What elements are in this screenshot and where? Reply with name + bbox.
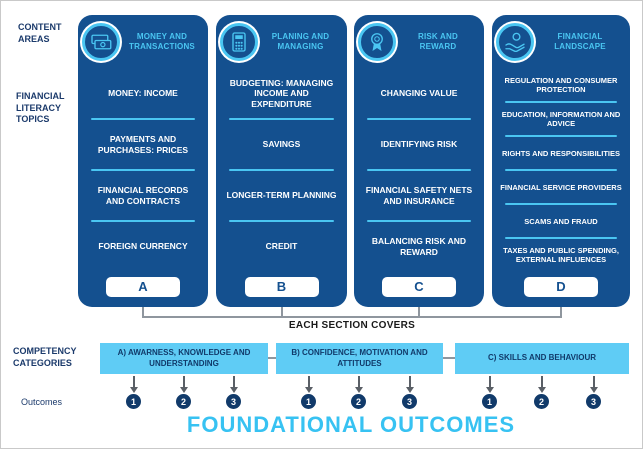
outcome-badge-2: 2 (176, 394, 191, 409)
column-b-letter-badge: B (244, 277, 319, 297)
topic-divider (505, 135, 617, 137)
down-arrow-icon (230, 387, 238, 393)
bracket-stub-c (418, 307, 420, 318)
column-d-title: FINANCIAL LANDSCAPE (554, 31, 606, 51)
topic: EDUCATION, INFORMATION AND ADVICE (501, 110, 621, 128)
bracket-stub-d (560, 307, 562, 318)
down-arrow-icon (180, 387, 188, 393)
down-arrow-icon (486, 387, 494, 393)
bracket-line (142, 316, 562, 318)
topic: TAXES AND PUBLIC SPENDING, EXTERNAL INFL… (503, 246, 619, 264)
topic: SCAMS AND FRAUD (524, 216, 598, 226)
topic: CHANGING VALUE (380, 88, 458, 99)
down-arrow-icon (489, 376, 491, 387)
outcome-badge-2: 2 (351, 394, 366, 409)
bracket-stub-a (142, 307, 144, 318)
topic: RIGHTS AND RESPONSIBILITIES (501, 148, 621, 158)
topic-divider (367, 220, 471, 222)
topic: BALANCING RISK AND REWARD (371, 235, 467, 257)
content-area-column-a: MONEY AND TRANSACTIONS MONEY: INCOME PAY… (78, 15, 208, 307)
down-arrow-icon (308, 376, 310, 387)
topic-divider (229, 169, 334, 171)
down-arrow-icon (355, 387, 363, 393)
down-arrow-icon (233, 376, 235, 387)
column-d-header: FINANCIAL LANDSCAPE (492, 15, 630, 65)
topic: FINANCIAL SERVICE PROVIDERS (500, 182, 622, 192)
financial-literacy-topics-label: FINANCIAL LITERACY TOPICS (16, 91, 65, 125)
down-arrow-icon (133, 376, 135, 387)
outcome-badge-1: 1 (482, 394, 497, 409)
topic: MONEY: INCOME (108, 88, 178, 99)
topic-divider (91, 220, 195, 222)
column-a-title: MONEY AND TRANSACTIONS (129, 31, 195, 51)
topic: BUDGETING: MANAGING INCOME AND EXPENDITU… (229, 77, 334, 109)
topic: FINANCIAL RECORDS AND CONTRACTS (97, 184, 189, 206)
financial-landscape-icon (496, 23, 534, 61)
column-c-title: RISK AND REWARD (418, 31, 458, 51)
topic: CREDIT (265, 241, 298, 252)
down-arrow-icon (538, 387, 546, 393)
column-b-topics: BUDGETING: MANAGING INCOME AND EXPENDITU… (216, 65, 347, 273)
topic-divider (91, 118, 195, 120)
column-d-letter-badge: D (524, 277, 598, 297)
risk-reward-icon (358, 23, 396, 61)
topic: REGULATION AND CONSUMER PROTECTION (504, 76, 618, 94)
column-c-topics: CHANGING VALUE IDENTIFYING RISK FINANCIA… (354, 65, 484, 273)
outcome-badge-2: 2 (534, 394, 549, 409)
down-arrow-icon (590, 387, 598, 393)
outcome-badge-3: 3 (226, 394, 241, 409)
topic-divider (505, 237, 617, 239)
down-arrow-icon (541, 376, 543, 387)
content-area-column-b: PLANING AND MANAGING BUDGETING: MANAGING… (216, 15, 347, 307)
outcome-badge-3: 3 (402, 394, 417, 409)
topic: IDENTIFYING RISK (380, 139, 458, 150)
down-arrow-icon (358, 376, 360, 387)
topic-divider (367, 118, 471, 120)
topic-divider (229, 220, 334, 222)
each-section-covers-label: EACH SECTION COVERS (288, 320, 416, 331)
topic: PAYMENTS AND PURCHASES: PRICES (97, 133, 189, 155)
topic: LONGER-TERM PLANNING (226, 190, 337, 201)
topic-divider (91, 169, 195, 171)
column-a-header: MONEY AND TRANSACTIONS (78, 15, 208, 65)
content-area-column-c: RISK AND REWARD CHANGING VALUE IDENTIFYI… (354, 15, 484, 307)
topic: SAVINGS (262, 139, 301, 150)
topic-divider (505, 169, 617, 171)
down-arrow-icon (305, 387, 313, 393)
topic-divider (229, 118, 334, 120)
competency-box-awareness: A) AWARNESS, KNOWLEDGE AND UNDERSTANDING (100, 343, 268, 374)
column-a-letter-badge: A (106, 277, 180, 297)
topic-divider (367, 169, 471, 171)
topic-divider (505, 101, 617, 103)
down-arrow-icon (130, 387, 138, 393)
down-arrow-icon (406, 387, 414, 393)
competency-categories-label: COMPETENCY CATEGORIES (13, 346, 77, 368)
content-area-column-d: FINANCIAL LANDSCAPE REGULATION AND CONSU… (492, 15, 630, 307)
down-arrow-icon (593, 376, 595, 387)
content-areas-label: CONTENT AREAS (18, 22, 62, 44)
topic: FOREIGN CURRENCY (98, 241, 188, 252)
outcome-badge-3: 3 (586, 394, 601, 409)
box-connector (443, 357, 455, 359)
outcomes-label: Outcomes (21, 397, 63, 407)
competency-box-confidence: B) CONFIDENCE, MOTIVATION AND ATTITUDES (276, 343, 443, 374)
column-b-title: PLANING AND MANAGING (271, 31, 330, 51)
money-transactions-icon (82, 23, 120, 61)
column-d-topics: REGULATION AND CONSUMER PROTECTION EDUCA… (492, 65, 630, 273)
column-c-header: RISK AND REWARD (354, 15, 484, 65)
topic-divider (505, 203, 617, 205)
competency-box-skills: C) SKILLS AND BEHAVIOUR (455, 343, 629, 374)
down-arrow-icon (409, 376, 411, 387)
down-arrow-icon (183, 376, 185, 387)
topic: FINANCIAL SAFETY NETS AND INSURANCE (365, 184, 473, 206)
foundational-outcomes-title: FOUNDATIONAL OUTCOMES (186, 412, 516, 437)
outcome-badge-1: 1 (126, 394, 141, 409)
planning-managing-icon (220, 23, 258, 61)
column-a-topics: MONEY: INCOME PAYMENTS AND PURCHASES: PR… (78, 65, 208, 273)
column-c-letter-badge: C (382, 277, 456, 297)
column-b-header: PLANING AND MANAGING (216, 15, 347, 65)
box-connector (268, 357, 276, 359)
bracket-stub-b (281, 307, 283, 318)
outcome-badge-1: 1 (301, 394, 316, 409)
